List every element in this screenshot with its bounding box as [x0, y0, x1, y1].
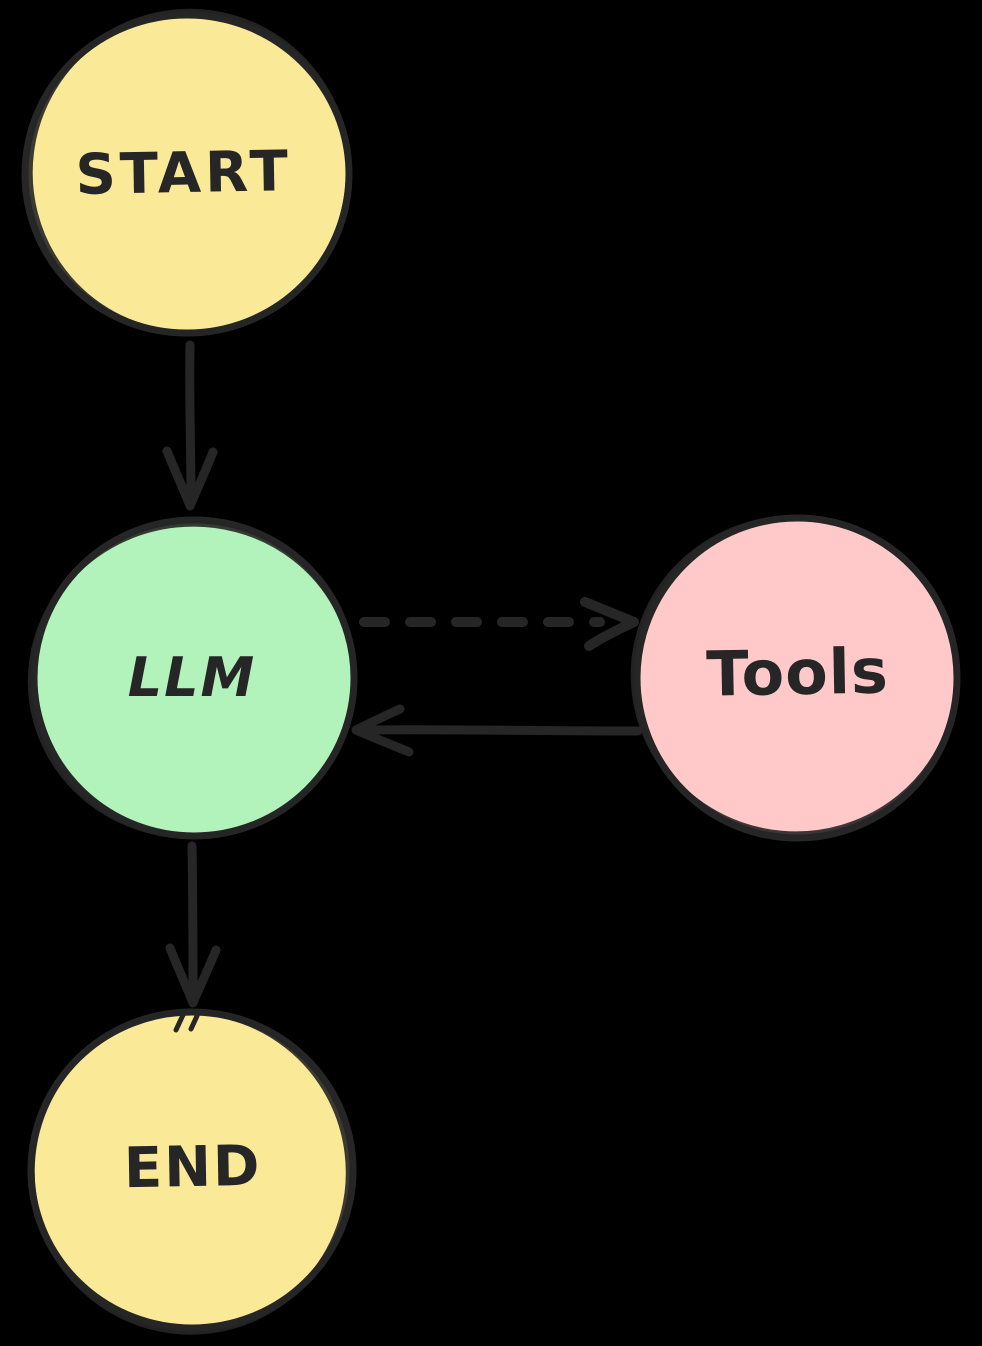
edge-llm-to-end [165, 841, 221, 1008]
start-to-llm-arrowhead-icon [162, 446, 218, 511]
llm-to-end-shaft [187, 841, 198, 1003]
diagram-root: START LLM Tools END [21, 8, 961, 1335]
node-end [27, 1008, 357, 1335]
tools-label: Tools [706, 634, 890, 710]
llm-to-end-arrowhead-icon [165, 943, 221, 1008]
edge-llm-to-tools [359, 597, 639, 651]
start-label: START [75, 139, 292, 208]
node-tools [630, 514, 961, 842]
start-circle-sketch [27, 8, 351, 336]
tools-to-llm-arrowhead-icon [351, 704, 414, 757]
llm-label: LLM [128, 646, 257, 709]
tools-circle-sketch [630, 515, 960, 837]
labels: START LLM Tools END [75, 139, 889, 1201]
end-circle-tick-marks [173, 1012, 200, 1033]
end-label: END [123, 1134, 262, 1201]
llm-circle-sketch [27, 521, 357, 839]
node-llm [27, 516, 358, 840]
tools-to-llm-shaft [357, 725, 643, 736]
edge-start-to-llm [162, 340, 218, 511]
start-to-llm-shaft [185, 340, 196, 505]
llm-to-tools-arrowhead-icon [580, 597, 639, 651]
end-circle-sketch [29, 1009, 351, 1335]
edge-tools-to-llm [351, 704, 643, 757]
node-start [21, 8, 353, 337]
